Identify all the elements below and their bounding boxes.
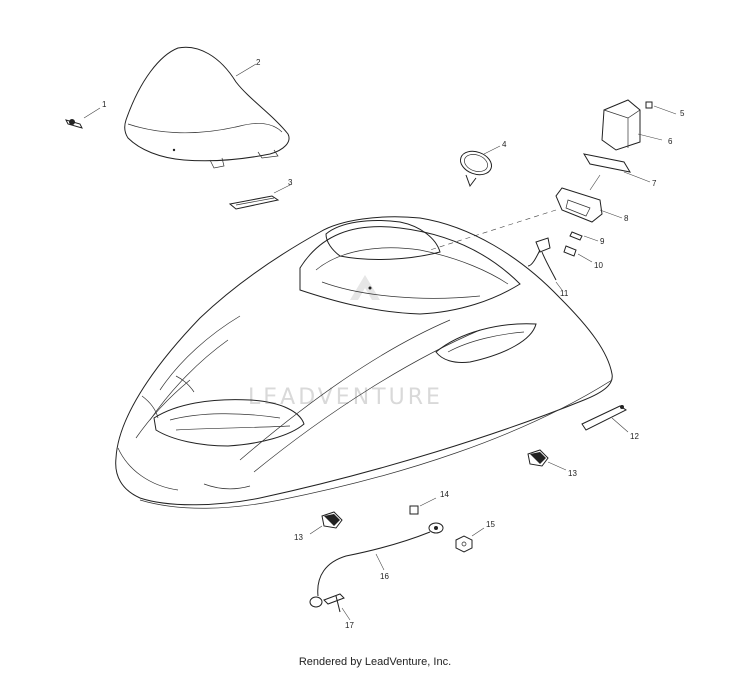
part-5-screw [645,101,677,115]
part-14-bolt [409,497,437,515]
part-17-pin [323,593,351,621]
part-3-clip [228,183,293,210]
part-11-sensor [527,237,563,291]
part-8-bezel [429,187,623,251]
part-10-nut [563,245,593,263]
part-16-tether [309,522,444,608]
callout-8: 8 [624,214,629,223]
part-7-lens [582,153,651,191]
part-9-screw [569,231,599,242]
callout-15: 15 [486,520,495,529]
watermark: LEADVENTURE [248,275,443,410]
part-15-nut [455,527,485,553]
footer-credit: Rendered by LeadVenture, Inc. [298,656,452,668]
callout-7: 7 [652,179,657,188]
part-hood [115,216,613,509]
part-13-clip-right [527,449,567,471]
part-6-gauge-cover [601,99,663,151]
callout-3: 3 [288,178,293,187]
callout-labels: 1 2 3 4 5 6 7 8 9 10 11 12 13 13 14 15 1… [102,58,685,630]
callout-13-right: 13 [568,469,577,478]
callout-9: 9 [600,237,605,246]
callout-16: 16 [380,572,389,581]
callout-11: 11 [560,289,569,298]
callout-2: 2 [256,58,261,67]
callout-4: 4 [502,140,507,149]
part-4-ring [460,145,501,188]
callout-14: 14 [440,490,449,499]
callout-10: 10 [594,261,603,270]
callout-6: 6 [668,137,673,146]
callout-5: 5 [680,109,685,118]
callout-13-left: 13 [294,533,303,542]
part-12-cable-tie [581,405,629,433]
callout-12: 12 [630,432,639,441]
callout-17: 17 [345,621,354,630]
watermark-text: LEADVENTURE [248,385,443,410]
part-13-clip-left [309,511,343,535]
part-2-windshield [124,46,290,169]
part-1-screw [65,107,101,129]
callout-1: 1 [102,100,107,109]
